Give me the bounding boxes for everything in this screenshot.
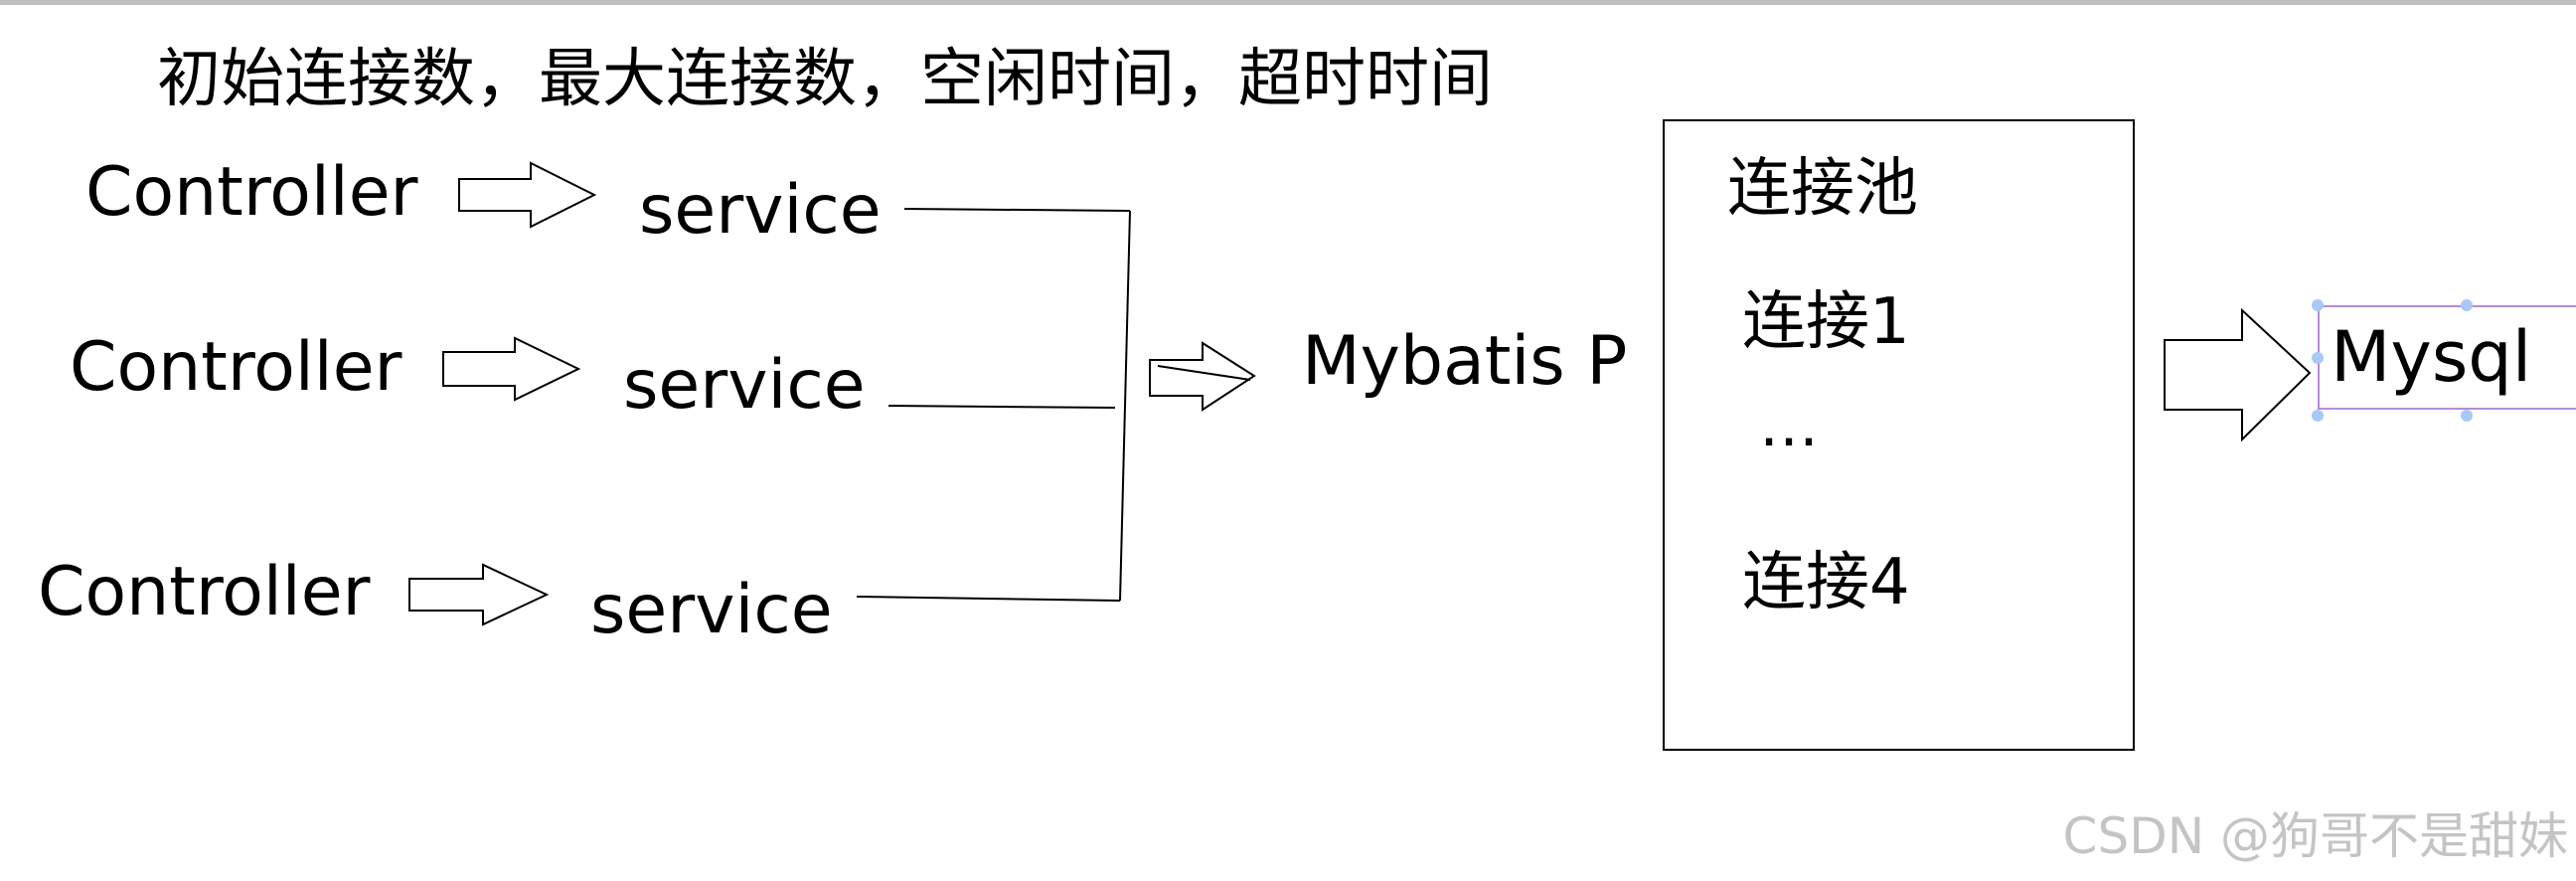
mysql-label[interactable]: Mysql: [2331, 316, 2532, 398]
selection-handle[interactable]: [2312, 299, 2324, 311]
service-connector-1[interactable]: [903, 208, 1131, 212]
service-label-3[interactable]: service: [590, 571, 833, 649]
controller-label-2[interactable]: Controller: [70, 328, 402, 407]
selection-handle[interactable]: [2461, 299, 2473, 311]
service-connector-3[interactable]: [856, 596, 1121, 602]
controller-arrow-1[interactable]: [458, 161, 597, 229]
mybatis-arrow-crossline: [1157, 365, 1251, 381]
mysql-arrow[interactable]: [2164, 307, 2312, 442]
controller-arrow-2[interactable]: [442, 336, 581, 402]
connection-ellipsis: …: [1759, 391, 1819, 460]
service-label-2[interactable]: service: [623, 346, 866, 425]
mybatis-arrow[interactable]: [1149, 341, 1256, 412]
selection-handle[interactable]: [2312, 410, 2324, 422]
connection-1-label[interactable]: 连接1: [1742, 285, 1910, 359]
controller-arrow-3[interactable]: [408, 563, 550, 626]
bracket-vertical-line[interactable]: [1119, 210, 1131, 602]
connection-4-label[interactable]: 连接4: [1742, 546, 1910, 619]
selection-handle[interactable]: [2312, 352, 2324, 364]
mybatis-label[interactable]: Mybatis P: [1302, 322, 1628, 401]
parameters-heading[interactable]: 初始连接数，最大连接数，空闲时间，超时时间: [157, 43, 1493, 116]
controller-label-3[interactable]: Controller: [38, 553, 371, 631]
controller-label-1[interactable]: Controller: [85, 153, 418, 232]
selection-handle[interactable]: [2461, 410, 2473, 422]
service-connector-2[interactable]: [887, 405, 1116, 409]
connection-pool-title[interactable]: 连接池: [1727, 152, 1918, 226]
csdn-watermark: CSDN @狗哥不是甜妹: [2062, 807, 2568, 865]
top-border: [0, 0, 2576, 5]
connection-pool-box[interactable]: [1663, 119, 2135, 751]
service-label-1[interactable]: service: [639, 171, 882, 250]
